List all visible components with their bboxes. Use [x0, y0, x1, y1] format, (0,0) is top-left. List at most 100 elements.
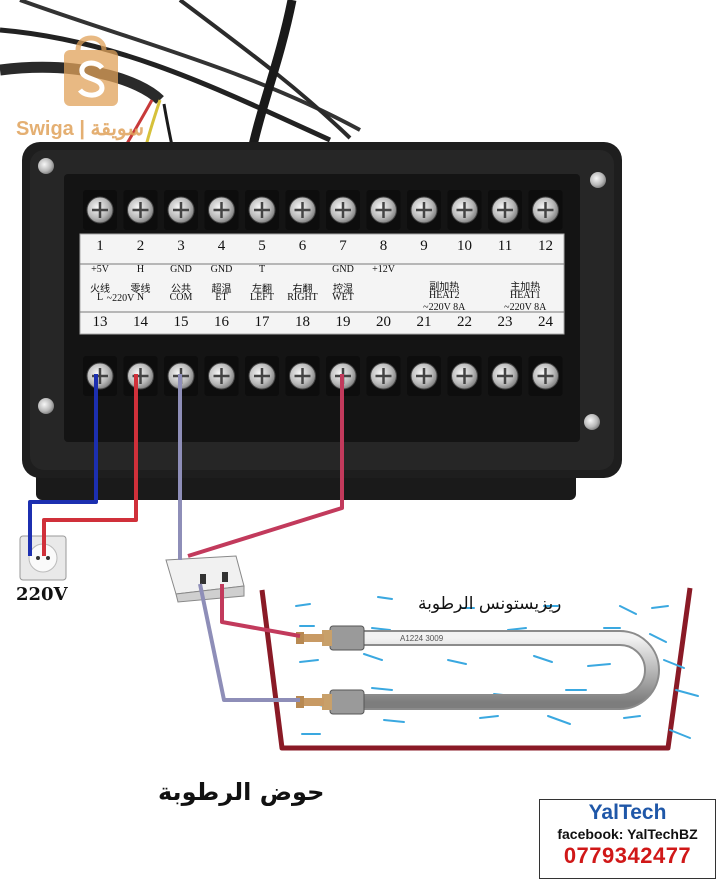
- water-mark: [663, 659, 685, 669]
- water-mark: [299, 659, 319, 663]
- water-mark: [623, 715, 641, 719]
- top-terminal-screw-2: [123, 190, 158, 230]
- water-mark: [447, 659, 467, 665]
- bottom-terminal-screw-23: [488, 356, 522, 396]
- terminal-label-panel: [79, 233, 565, 335]
- heater-rating-heat1: ~220V 8A: [504, 302, 547, 313]
- terminal-number-19: 19: [335, 314, 351, 330]
- watermark-text: Swiga | سويقة: [16, 118, 145, 140]
- top-terminal-screw-11: [488, 190, 522, 230]
- terminal-label-16: ET: [215, 292, 228, 303]
- water-mark: [669, 729, 691, 739]
- water-mark: [507, 627, 527, 631]
- terminal-cn-label-14: 零线: [130, 284, 151, 295]
- terminal-label-13: L: [96, 292, 104, 303]
- heater-cn-label-heat2: 副加热: [429, 282, 460, 293]
- terminal-number-23: 23: [497, 314, 513, 330]
- terminal-number-3: 3: [177, 238, 185, 254]
- top-terminal-screw-3: [164, 190, 198, 230]
- water-mark: [371, 627, 391, 631]
- terminal-number-2: 2: [136, 238, 145, 254]
- mount-screw-bl: [38, 398, 54, 414]
- top-terminal-screw-1: [83, 190, 117, 230]
- terminal-number-7: 7: [339, 238, 347, 254]
- water-mark: [651, 605, 669, 609]
- terminal-number-4: 4: [217, 238, 226, 254]
- mount-screw-br: [584, 414, 600, 430]
- terminal-number-22: 22: [457, 314, 472, 330]
- supply-note: ~220V: [106, 293, 135, 304]
- terminal-label-18: RIGHT: [287, 292, 318, 303]
- outlet-voltage-label: 220V: [16, 584, 68, 605]
- terminal-cn-label-16: 超温: [211, 284, 232, 295]
- terminal-label-3: GND: [170, 264, 192, 275]
- terminal-number-1: 1: [96, 238, 104, 254]
- heater-name-heat1: HEAT1: [509, 290, 541, 301]
- water-mark: [547, 715, 571, 725]
- top-terminal-screw-8: [366, 190, 401, 230]
- water-mark: [377, 596, 393, 600]
- water-mark: [533, 655, 553, 663]
- terminal-number-10: 10: [457, 238, 472, 254]
- terminal-number-13: 13: [92, 314, 108, 330]
- terminal-label-8: +12V: [372, 264, 395, 275]
- brand-name: YalTech: [588, 801, 667, 824]
- water-marks: [295, 596, 699, 739]
- terminal-label-19: WET: [332, 292, 354, 303]
- com-wire: [178, 374, 300, 702]
- terminal-label-5: T: [258, 264, 266, 275]
- heating-resistor: A1224 3009: [296, 625, 660, 715]
- terminal-cn-label-15: 公共: [171, 284, 191, 295]
- resistor-label: ريزيستونس الرطوبة: [418, 594, 562, 614]
- bottom-terminal-screw-20: [366, 356, 401, 396]
- terminal-number-24: 24: [538, 314, 553, 330]
- top-terminal-screw-4: [204, 190, 239, 230]
- mount-screw-tr: [590, 172, 606, 188]
- terminal-cn-label-17: 左翻: [252, 284, 272, 295]
- humidity-tank: [259, 587, 693, 751]
- terminal-cn-label-13: 火线: [90, 284, 110, 295]
- terminal-number-17: 17: [254, 314, 270, 330]
- top-terminal-screw-7: [326, 190, 360, 230]
- page-title: حوض الرطوبة: [158, 778, 325, 806]
- live-wire: [28, 374, 98, 556]
- bottom-terminal-screw-13: [83, 356, 117, 396]
- terminal-label-15: COM: [169, 292, 193, 303]
- terminal-number-18: 18: [295, 314, 310, 330]
- terminal-number-20: 20: [376, 314, 391, 330]
- heater-rating-heat2: ~220V 8A: [423, 302, 466, 313]
- terminal-block-top: [83, 190, 563, 230]
- terminal-number-11: 11: [497, 238, 513, 254]
- terminal-label-4: GND: [210, 264, 233, 275]
- terminal-label-14: N: [136, 292, 145, 303]
- water-mark: [587, 663, 611, 667]
- terminal-number-14: 14: [133, 314, 148, 330]
- terminal-number-8: 8: [379, 238, 388, 254]
- water-mark: [363, 653, 383, 661]
- terminal-number-15: 15: [173, 314, 189, 330]
- wires: [28, 374, 344, 702]
- water-mark: [619, 605, 637, 615]
- terminal-number-9: 9: [420, 238, 428, 254]
- top-terminal-screw-5: [245, 190, 279, 230]
- terminal-label-17: LEFT: [250, 292, 274, 303]
- brand-box: YalTech facebook: YalTechBZ 0779342477: [539, 799, 716, 879]
- terminal-cn-label-19: 控湿: [333, 284, 353, 295]
- top-terminal-screw-12: [528, 190, 563, 230]
- terminal-label-1: +5V: [91, 264, 109, 275]
- brand-facebook: facebook: YalTechBZ: [557, 826, 698, 842]
- terminal-label-7: GND: [332, 264, 354, 275]
- terminal-number-12: 12: [538, 238, 553, 254]
- bottom-terminal-screw-21: [407, 356, 441, 396]
- bottom-terminal-screw-17: [245, 356, 279, 396]
- bottom-terminal-screw-22: [447, 356, 482, 396]
- terminal-label-2: H: [136, 264, 145, 275]
- heater-cn-label-heat1: 主加热: [510, 282, 541, 293]
- brand-phone: 0779342477: [563, 843, 692, 868]
- top-terminal-screw-10: [447, 190, 482, 230]
- terminal-number-16: 16: [214, 314, 229, 330]
- water-mark: [295, 603, 311, 607]
- swiga-logo-icon: [64, 35, 118, 106]
